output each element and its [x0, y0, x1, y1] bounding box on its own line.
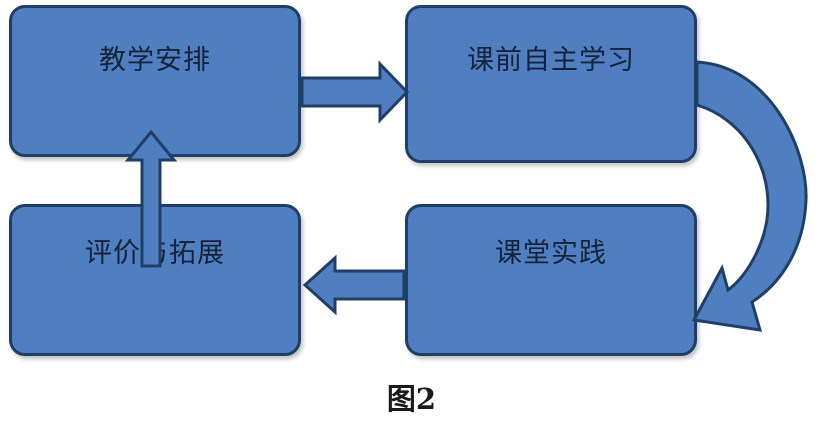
- step-label-teaching-arrangement: 教学安排: [99, 45, 211, 76]
- arrow-left-icon: [302, 254, 406, 316]
- step-box-class-practice: 课堂实践: [405, 204, 697, 356]
- step-box-self-study: 课前自主学习: [405, 5, 697, 163]
- step-label-class-practice: 课堂实践: [495, 238, 607, 269]
- step-label-self-study: 课前自主学习: [467, 45, 635, 76]
- arrow-up-icon: [124, 129, 178, 268]
- step-box-teaching-arrangement: 教学安排: [9, 5, 301, 157]
- arrow-curved-down-icon: [691, 60, 808, 332]
- arrow-right-icon: [300, 60, 410, 124]
- figure-caption: 图2: [386, 382, 437, 416]
